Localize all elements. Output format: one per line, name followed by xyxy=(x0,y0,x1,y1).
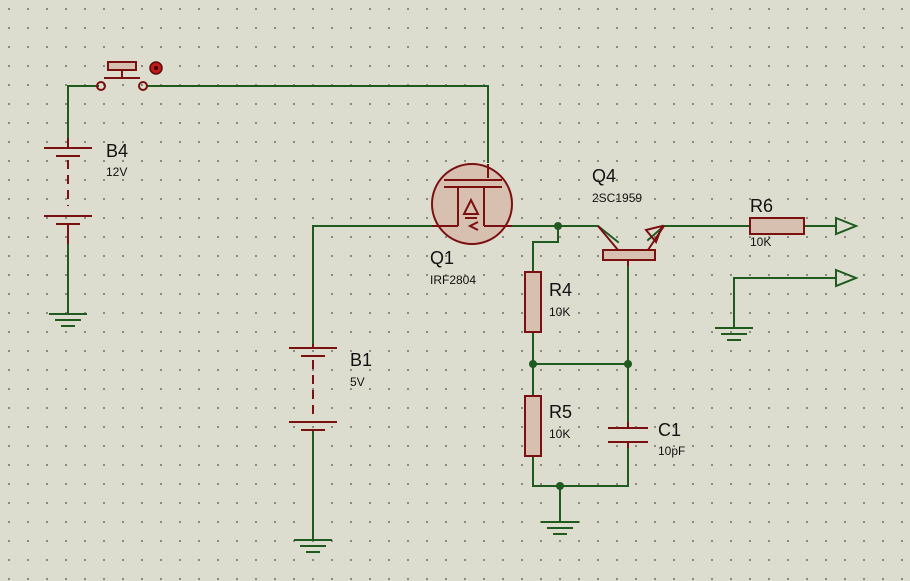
ground-icon xyxy=(294,539,332,553)
r5-value-label: 10K xyxy=(549,427,570,441)
battery-b4[interactable] xyxy=(44,138,92,244)
junction-dot xyxy=(554,222,562,230)
ground-icon xyxy=(49,311,87,327)
resistor-r5[interactable] xyxy=(524,395,542,457)
junction-dot xyxy=(624,360,632,368)
b1-ref-label: B1 xyxy=(350,350,372,370)
ground-icon xyxy=(715,327,753,341)
b4-value-label: 12V xyxy=(106,165,127,179)
push-button-switch[interactable] xyxy=(96,61,163,91)
q4-ref-label: Q4 xyxy=(592,166,616,186)
ground-icon xyxy=(541,521,579,535)
junction-dot xyxy=(529,360,537,368)
b1-value-label: 5V xyxy=(350,375,365,389)
capacitor-c1[interactable] xyxy=(608,422,648,448)
q1-ref-label: Q1 xyxy=(430,248,454,268)
output-terminal-arrow-icon[interactable] xyxy=(835,268,859,288)
c1-value-label: 10pF xyxy=(658,444,685,458)
junction-dot xyxy=(556,482,564,490)
battery-b1[interactable] xyxy=(289,344,337,431)
r5-ref-label: R5 xyxy=(549,402,572,422)
resistor-r4[interactable] xyxy=(524,271,542,333)
junctions xyxy=(529,222,632,490)
transistor-q4[interactable] xyxy=(597,224,665,266)
r6-ref-label: R6 xyxy=(750,196,773,216)
b4-ref-label: B4 xyxy=(106,141,128,161)
c1-ref-label: C1 xyxy=(658,420,681,440)
mosfet-q1[interactable] xyxy=(431,163,513,245)
q1-value-label: IRF2804 xyxy=(430,273,476,287)
r4-ref-label: R4 xyxy=(549,280,572,300)
r4-value-label: 10K xyxy=(549,305,570,319)
q4-value-label: 2SC1959 xyxy=(592,191,642,205)
resistor-r6[interactable] xyxy=(749,217,805,235)
output-terminal-arrow-icon[interactable] xyxy=(835,216,859,236)
r6-value-label: 10K xyxy=(750,235,771,249)
